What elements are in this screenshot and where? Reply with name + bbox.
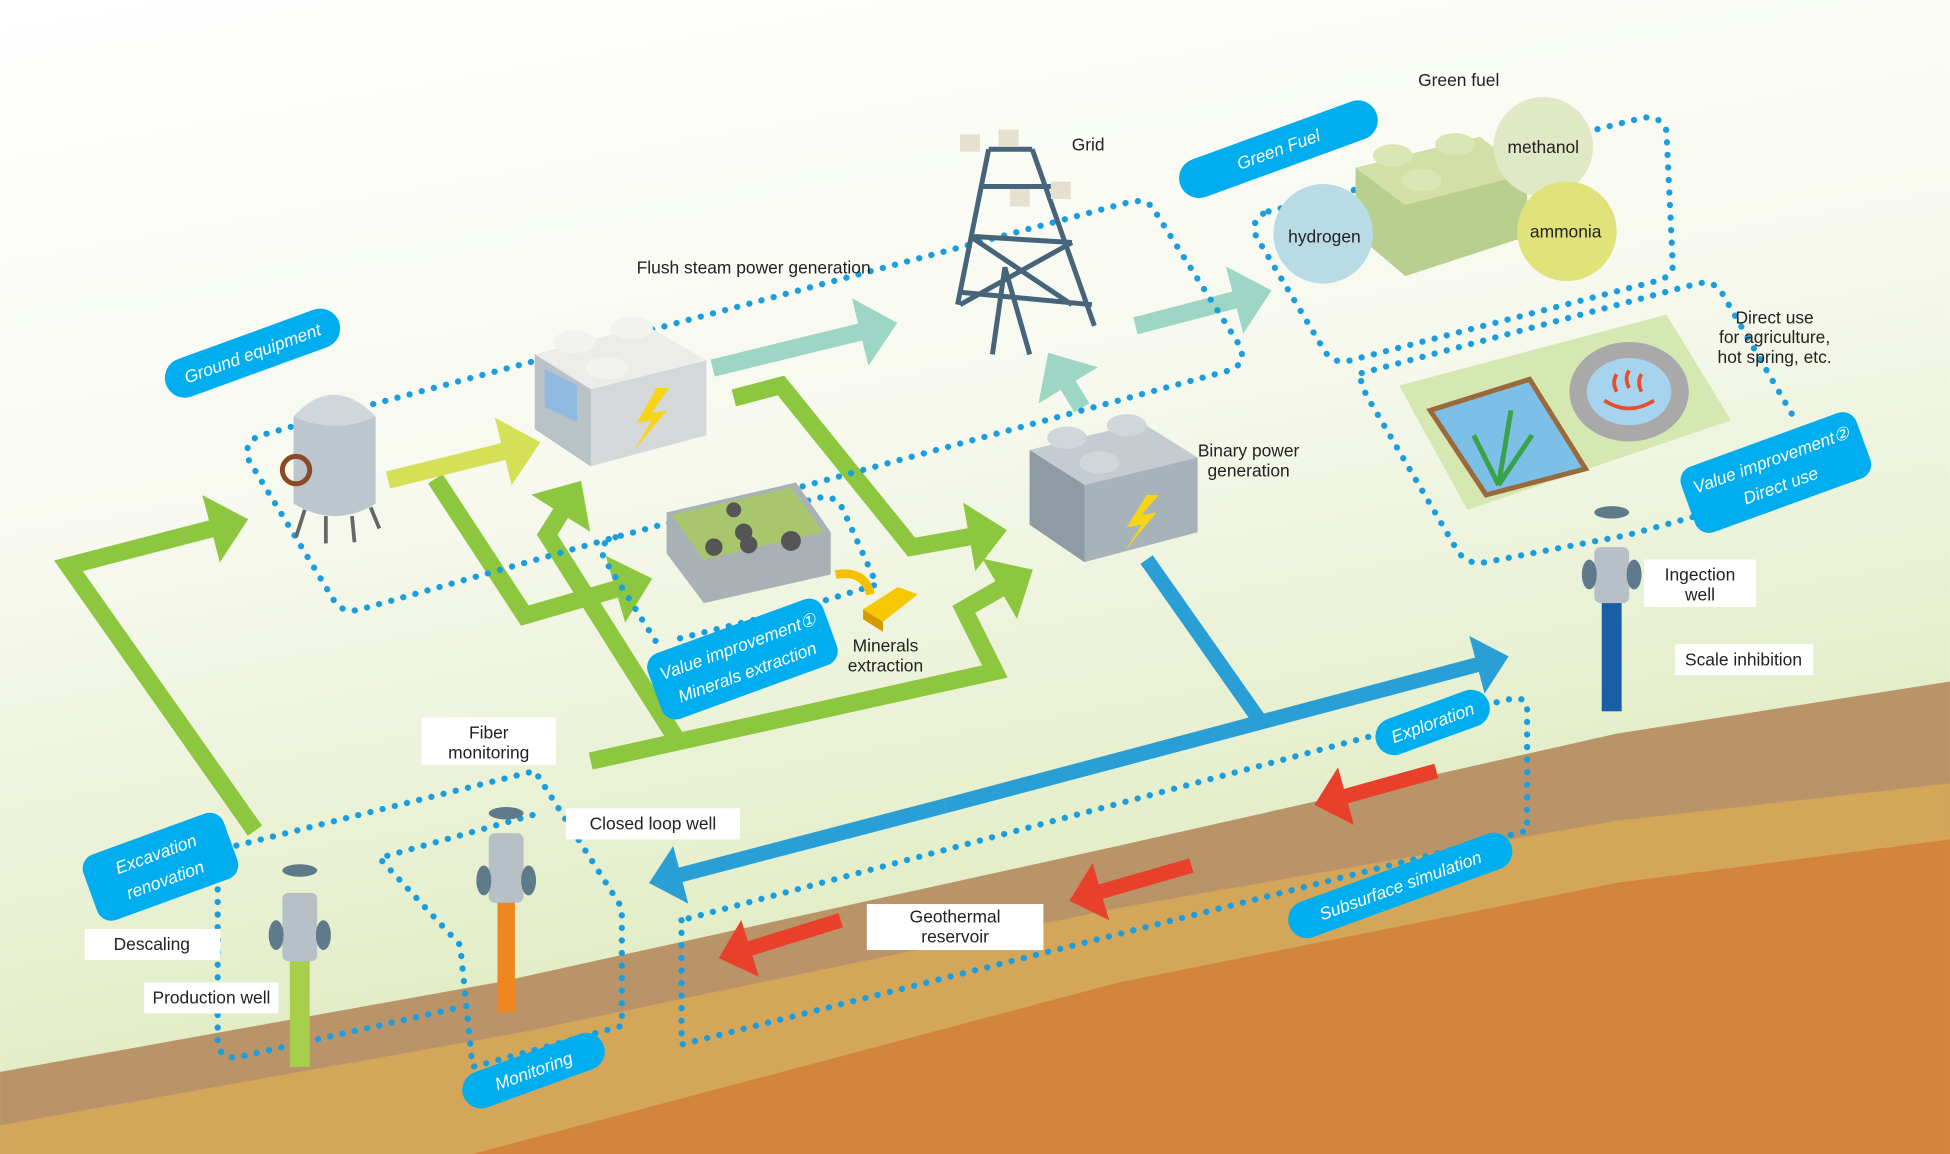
ground-equipment-boundary <box>244 197 1246 614</box>
closed-loop-well-label: Closed loop well <box>565 808 740 840</box>
grid-label: Grid <box>1072 134 1105 154</box>
injection-well-label: Ingection well <box>1644 559 1756 607</box>
reinjection-arrow-right <box>943 635 1509 814</box>
green-fuel-boundary <box>1251 114 1677 365</box>
direct-use-label: for agriculture, <box>1719 327 1830 347</box>
fuel-plant-icon <box>1273 96 1617 284</box>
hot-spring-icon <box>1569 341 1689 442</box>
reinjection-branch <box>1140 555 1265 724</box>
ammonia-sphere <box>1517 181 1617 282</box>
ground-deep-layer <box>472 839 1950 1154</box>
flush-steam-label: Flush steam power generation <box>637 258 871 278</box>
direct-use-boundary <box>1357 279 1801 566</box>
injection-well <box>1581 506 1642 712</box>
injection-well-text: Ingection <box>1665 565 1736 585</box>
closed-loop-well <box>476 807 537 1013</box>
hydrogen-sphere <box>1273 184 1373 284</box>
subsurface-boundary <box>678 695 1531 1049</box>
scale-inhibition-label: Scale inhibition <box>1675 644 1814 676</box>
flow-production-to-tank <box>54 495 263 836</box>
geothermal-reservoir-label: Geothermal reservoir <box>866 904 1044 951</box>
fiber-monitoring-text: monitoring <box>448 743 529 763</box>
injection-well-text: well <box>1684 585 1715 605</box>
closed-loop-text: Closed loop well <box>590 813 717 833</box>
production-well-text: Production well <box>153 988 271 1008</box>
descaling-text: Descaling <box>114 934 190 954</box>
wellhead-icon <box>476 807 537 896</box>
power-plant-icon <box>534 317 707 467</box>
green-fuel-label: Green fuel <box>1418 70 1499 90</box>
fiber-monitoring-text: Fiber <box>469 723 509 743</box>
steam-arrow <box>385 417 541 489</box>
reservoir-text: Geothermal <box>910 907 1001 927</box>
flow-plant-to-binary <box>731 375 1007 572</box>
reservoir-flow-arrow <box>1069 858 1194 921</box>
direct-use-label: hot spring, etc. <box>1718 347 1832 367</box>
reinjection-arrow-left <box>649 798 948 904</box>
power-arrow-to-grid <box>710 298 898 377</box>
minerals-extraction-label: extraction <box>848 656 923 676</box>
ammonia-label: ammonia <box>1530 222 1602 242</box>
flow-tank-to-tray <box>428 473 653 626</box>
minerals-boundary <box>599 493 882 650</box>
binary-plant-icon <box>1029 414 1198 563</box>
power-arrow-binary-to-grid <box>1038 352 1098 413</box>
transmission-tower-icon <box>955 129 1097 356</box>
power-arrow-to-green-fuel <box>1133 266 1272 335</box>
minerals-extraction-label: Minerals <box>853 636 919 656</box>
direct-use-label: Direct use <box>1735 307 1813 327</box>
flow-return-to-binary <box>588 558 1033 770</box>
separator-tank-icon <box>279 394 382 544</box>
reservoir-text: reservoir <box>921 927 989 947</box>
wellhead-icon <box>268 864 331 951</box>
fiber-monitoring-label: Fiber monitoring <box>421 717 556 765</box>
methanol-sphere <box>1493 96 1594 197</box>
wellhead-icon <box>1581 506 1642 590</box>
mineral-tray-icon <box>666 482 831 604</box>
descaling-label: Descaling <box>84 928 221 961</box>
flow-to-power-plant <box>531 480 686 746</box>
binary-power-label: Binary power <box>1198 440 1300 460</box>
scale-inhibition-text: Scale inhibition <box>1685 649 1802 669</box>
hydrogen-label: hydrogen <box>1288 226 1361 246</box>
rice-field-icon <box>1426 376 1590 498</box>
reservoir-flow-arrow <box>1314 763 1439 825</box>
production-well <box>268 864 331 1067</box>
reservoir-flow-arrow <box>718 913 843 977</box>
gold-bar-icon <box>834 569 918 632</box>
production-well-label: Production well <box>144 982 279 1014</box>
binary-power-label: generation <box>1207 460 1289 480</box>
methanol-label: methanol <box>1508 137 1580 157</box>
direct-use-plate <box>1399 314 1732 510</box>
